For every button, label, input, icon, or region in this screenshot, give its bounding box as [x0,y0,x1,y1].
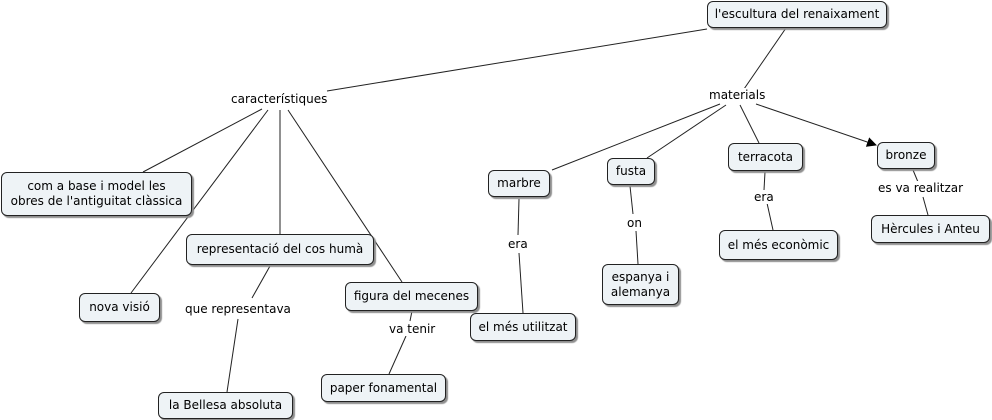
line-cos-huma-label [251,265,271,299]
link-label-era-terracota: era [752,190,776,204]
concept-hercules[interactable]: Hèrcules i Anteu [871,215,990,243]
link-label-on: on [625,216,644,230]
line-marbre-label [517,198,520,236]
concept-mes-utilitzat[interactable]: el més utilitzat [470,313,576,341]
concept-caracteristiques[interactable]: característiques [229,92,330,106]
concept-marbre[interactable]: marbre [488,170,550,197]
line-terracota-label [763,171,766,191]
concept-nova-visio[interactable]: nova visió [79,293,160,322]
concept-terracota[interactable]: terracota [728,143,803,171]
concept-espanya[interactable]: espanya i alemanya [602,264,679,305]
concept-root[interactable]: l'escultura del renaixament [707,1,887,28]
concept-cos-huma[interactable]: representació del cos humà [186,234,374,265]
concept-materials[interactable]: materials [707,88,768,102]
concept-paper[interactable]: paper fonamental [321,374,446,402]
line-materials-bronze [755,103,877,147]
line-materials-marbre [551,103,721,171]
link-label-que-representava: que representava [183,302,293,316]
line-materials-terracota [739,104,760,144]
concept-fusta[interactable]: fusta [607,158,655,185]
concept-bronze[interactable]: bronze [877,142,935,169]
line-fusta-label [629,185,634,215]
line-caracteristiques-nova-visio [130,109,269,294]
line-label-espanya [635,230,639,265]
line-label-hercules [922,196,929,216]
concept-mecenes[interactable]: figura del mecenes [345,282,478,311]
line-caracteristiques-mecenes [287,109,403,283]
line-mecenes-label [409,310,413,322]
line-materials-fusta [646,104,727,159]
line-label-mes-economic [766,202,774,231]
line-caracteristiques-antiguitat [142,108,263,173]
concept-mes-economic[interactable]: el més econòmic [719,230,838,260]
line-label-paper [388,335,407,375]
link-label-era-marbre: era [506,237,530,251]
concept-antiguitat[interactable]: com a base i model les obres de l'antigu… [1,172,192,216]
concept-bellesa[interactable]: la Bellesa absoluta [158,392,293,419]
link-label-es-va-realitzar: es va realitzar [876,181,966,195]
line-label-mes-utilitzat [518,252,524,314]
link-label-va-tenir: va tenir [387,322,438,336]
line-label-bellesa [226,318,239,393]
line-root-caracteristiques [326,28,708,92]
line-bronze-label [912,169,919,183]
line-root-materials [743,27,787,90]
